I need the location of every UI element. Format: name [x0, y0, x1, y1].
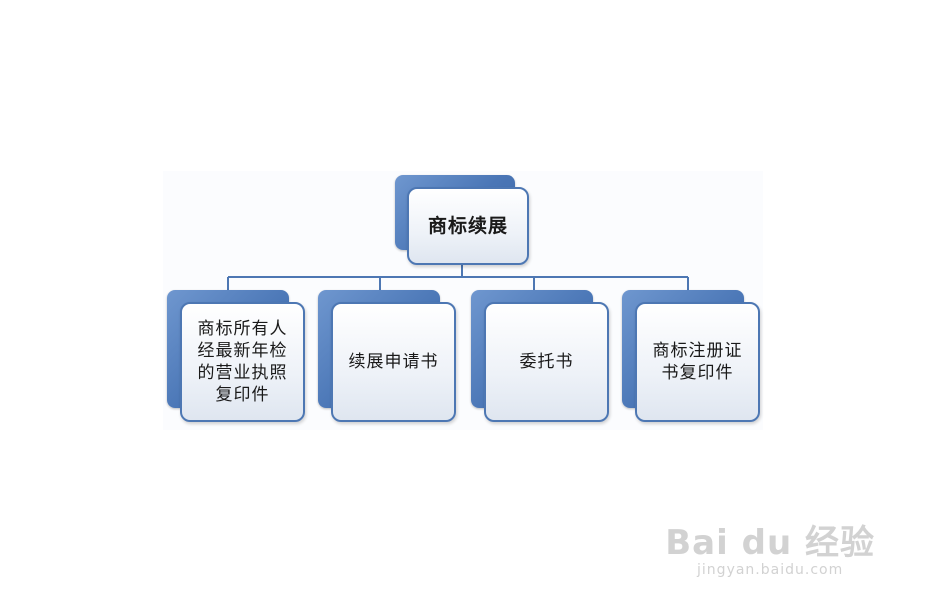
child-node-1: 商标所有人经最新年检的营业执照复印件	[167, 290, 307, 424]
root-node-box: 商标续展	[407, 187, 529, 265]
child-node-2: 续展申请书	[318, 290, 458, 424]
child-node-4-box: 商标注册证书复印件	[635, 302, 760, 422]
baidu-jingyan-watermark: Bai du 经验 jingyan.baidu.com	[665, 524, 875, 578]
child-node-3-box: 委托书	[484, 302, 609, 422]
watermark-url: jingyan.baidu.com	[697, 562, 844, 578]
child-node-1-label: 商标所有人经最新年检的营业执照复印件	[197, 319, 288, 405]
root-node-label: 商标续展	[427, 215, 508, 237]
child-node-1-box: 商标所有人经最新年检的营业执照复印件	[180, 302, 305, 422]
child-node-4: 商标注册证书复印件	[622, 290, 762, 424]
child-node-4-label: 商标注册证书复印件	[652, 341, 743, 383]
root-node: 商标续展	[395, 175, 532, 267]
child-node-3-label: 委托书	[519, 352, 574, 372]
watermark-logo: Bai du 经验	[665, 523, 875, 563]
child-node-2-label: 续展申请书	[348, 352, 439, 372]
child-node-2-box: 续展申请书	[331, 302, 456, 422]
child-node-3: 委托书	[471, 290, 611, 424]
